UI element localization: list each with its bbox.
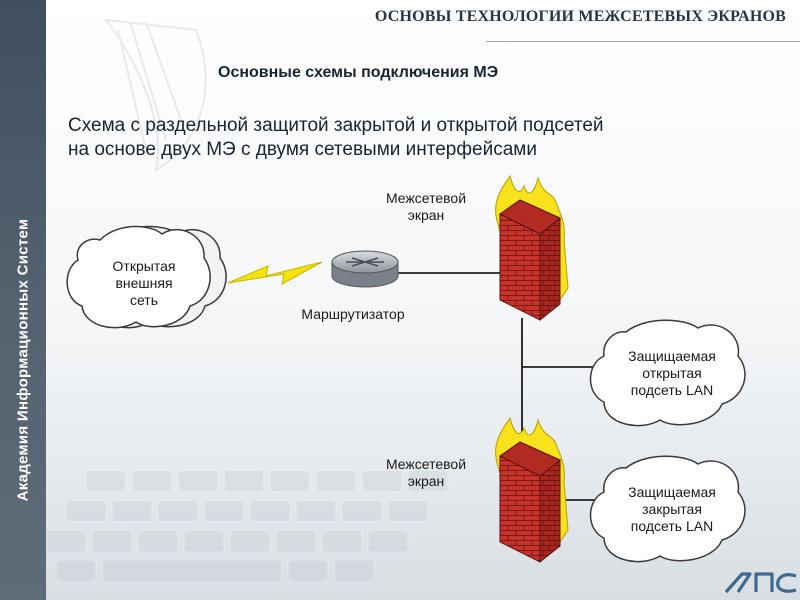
router-icon	[331, 250, 399, 288]
closed-lan-label: Защищаемая закрытая подсеть LAN	[628, 484, 716, 534]
butterfly-wing-decor	[103, 18, 207, 173]
firewall-bottom-label: Межсетевой экран	[385, 456, 467, 489]
lightning-bolt-icon	[227, 261, 323, 285]
firewall-bottom-icon	[495, 416, 569, 564]
subtitle-line-2: на основе двух МЭ с двумя сетевыми интер…	[68, 139, 537, 160]
firewall-top-icon	[495, 174, 569, 322]
router-label: Маршрутизатор	[301, 306, 405, 322]
open-lan-cloud	[589, 319, 746, 427]
subtitle-line-1: Схема с раздельной защитой закрытой и от…	[68, 115, 604, 136]
open-lan-label: Защищаемая открытая подсеть LAN	[628, 348, 716, 398]
external-network-label: Открытая внешняя сеть	[112, 258, 176, 308]
closed-lan-cloud	[589, 455, 746, 563]
sidebar: Академия Информационных Систем	[0, 0, 46, 600]
slide-title: Основные схемы подключения МЭ	[218, 64, 499, 81]
ais-logo-icon	[724, 572, 797, 594]
firewall-top-label: Межсетевой экран	[385, 190, 467, 223]
slide-subtitle: Схема с раздельной защитой закрытой и от…	[68, 114, 604, 162]
header-divider	[486, 41, 800, 42]
keyboard-decor	[46, 469, 449, 583]
external-network-cloud	[66, 225, 227, 329]
header-title: ОСНОВЫ ТЕХНОЛОГИИ МЕЖСЕТЕВЫХ ЭКРАНОВ	[374, 8, 786, 25]
